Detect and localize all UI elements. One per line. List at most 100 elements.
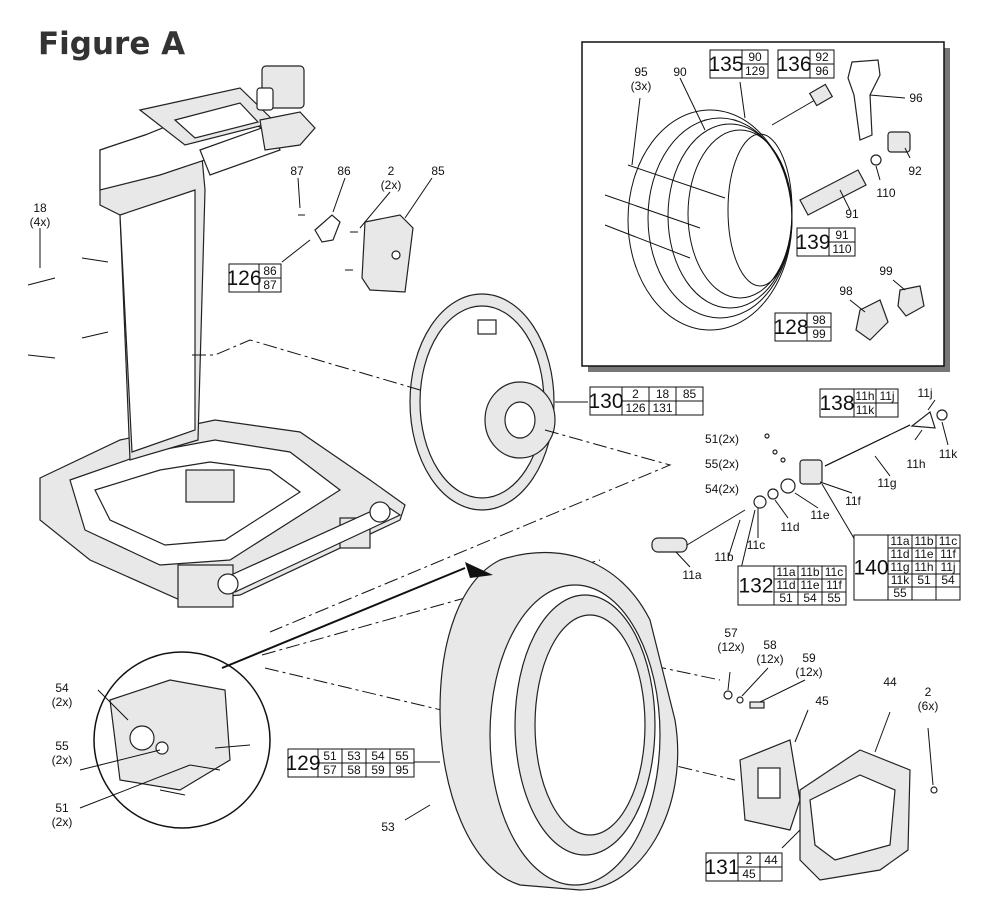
handle-parts-drawing — [297, 177, 433, 293]
callout-11d: 11d — [780, 520, 799, 534]
kit-item: 11k — [856, 403, 875, 417]
callout-51-b: 51 — [55, 801, 69, 815]
kit-number: 135 — [708, 53, 743, 76]
callout-18: 18 — [33, 201, 47, 215]
callout-92: 92 — [908, 164, 922, 178]
kit-item: 11h — [855, 389, 874, 403]
kit-item: 54 — [371, 749, 385, 763]
kit-item: 55 — [827, 591, 841, 605]
kit-item: 131 — [652, 401, 672, 415]
callout-51-pair: 51(2x) — [705, 432, 739, 446]
callout-58-qty: (12x) — [756, 652, 783, 666]
kit-item: 87 — [263, 278, 277, 292]
kit-item: 11e — [800, 578, 819, 592]
kit-item: 11c — [939, 534, 957, 548]
kit-item: 11e — [914, 547, 933, 561]
callout-99: 99 — [879, 264, 893, 278]
callout-2-qty: (2x) — [381, 178, 402, 192]
callout-11f: 11f — [845, 494, 861, 508]
kit-item: 57 — [323, 763, 337, 777]
kit-item: 51 — [779, 591, 793, 605]
kit-item: 11a — [890, 534, 909, 548]
kit-item: 58 — [347, 763, 361, 777]
callout-110: 110 — [876, 186, 895, 200]
kit-item: 98 — [812, 313, 826, 327]
callout-98: 98 — [839, 284, 853, 298]
kit-number: 130 — [588, 390, 623, 413]
callout-57-qty: (12x) — [717, 640, 744, 654]
kit-item: 55 — [395, 749, 409, 763]
callout-11b: 11b — [714, 550, 733, 564]
callout-54-b-qty: (2x) — [52, 695, 73, 709]
kit-item: 54 — [803, 591, 817, 605]
callout-44: 44 — [883, 675, 897, 689]
kit-number: 136 — [776, 53, 811, 76]
kit-item: 11a — [776, 565, 795, 579]
kit-item: 92 — [815, 50, 829, 64]
callout-18-qty: (4x) — [30, 215, 51, 229]
callout-95: 95 — [634, 65, 648, 79]
callout-58: 58 — [763, 638, 777, 652]
kit-item: 11h — [914, 560, 933, 574]
callout-90: 90 — [673, 65, 687, 79]
callout-11j: 11j — [917, 386, 932, 400]
callout-54-pair: 54(2x) — [705, 482, 739, 496]
callout-11c: 11c — [747, 538, 765, 552]
kit-number: 139 — [795, 231, 830, 254]
kit-number: 126 — [226, 267, 261, 290]
kit-item: 110 — [832, 242, 851, 256]
kit-number: 128 — [773, 316, 808, 339]
callout-59-qty: (12x) — [795, 665, 822, 679]
kit-item: 85 — [683, 387, 697, 401]
housing-drawing — [739, 709, 938, 881]
kit-item: 126 — [625, 401, 645, 415]
callout-54-b: 54 — [55, 681, 69, 695]
callout-11a: 11a — [682, 568, 701, 582]
callout-11h: 11h — [906, 457, 925, 471]
kit-item: 11j — [940, 560, 955, 574]
callout-55-b: 55 — [55, 739, 69, 753]
callout-86: 86 — [337, 164, 351, 178]
callout-11k: 11k — [939, 447, 958, 461]
kit-item: 2 — [632, 387, 639, 401]
kit-item: 99 — [812, 327, 826, 341]
callout-96: 96 — [909, 91, 923, 105]
kit-item: 11f — [940, 547, 956, 561]
kit-item: 90 — [748, 50, 762, 64]
callout-87: 87 — [290, 164, 304, 178]
callout-11e: 11e — [810, 508, 829, 522]
kit-item: 18 — [656, 387, 670, 401]
wheel-hardware — [404, 667, 806, 821]
kit-item: 51 — [917, 573, 931, 587]
frame-stand-drawing — [27, 65, 406, 608]
kit-number: 138 — [819, 392, 854, 415]
part-callouts: 18 (4x) 87 86 2 (2x) 85 95 (3x) 90 96 92… — [30, 65, 959, 834]
kit-number: 131 — [704, 856, 739, 879]
kit-item: 11d — [890, 547, 909, 561]
detail-zoom — [79, 562, 493, 829]
kit-item: 59 — [371, 763, 385, 777]
callout-91: 91 — [845, 207, 859, 221]
cable-inset — [581, 41, 950, 372]
kit-item: 129 — [745, 64, 765, 78]
kit-item: 55 — [893, 586, 907, 600]
kit-item: 11d — [776, 578, 795, 592]
callout-2: 2 — [388, 164, 395, 178]
callout-53: 53 — [381, 820, 395, 834]
kit-item: 91 — [835, 228, 849, 242]
kit-item: 54 — [941, 573, 955, 587]
kit-item: 96 — [815, 64, 829, 78]
kit-item: 11b — [914, 534, 933, 548]
kit-item: 11g — [890, 560, 909, 574]
callout-51-b-qty: (2x) — [52, 815, 73, 829]
